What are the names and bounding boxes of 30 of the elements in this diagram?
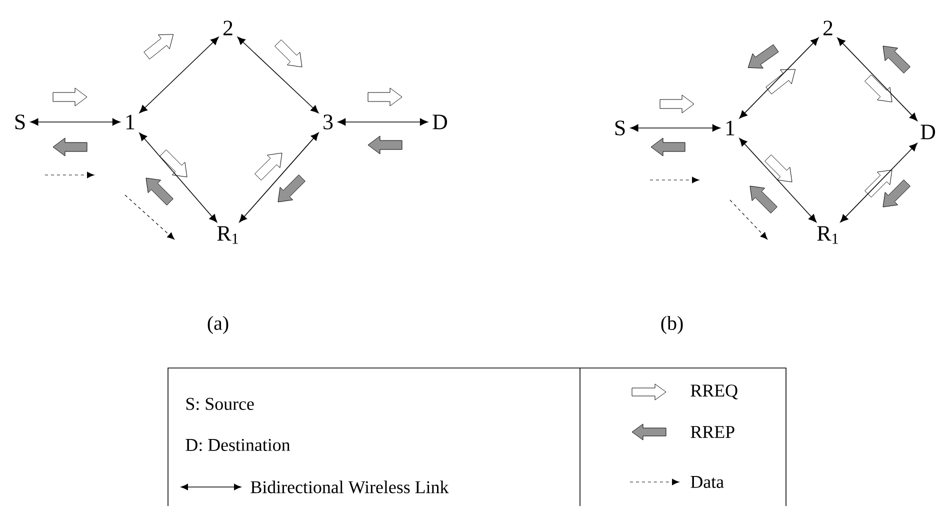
link-arrow (837, 38, 918, 121)
legend-text: D: Destination (186, 438, 290, 452)
link-arrow (739, 37, 819, 119)
panel-label: (a) (208, 316, 228, 334)
node-label: S (15, 114, 25, 130)
panel-label: (b) (661, 316, 683, 334)
legend-text: Data (690, 476, 724, 488)
legend-text: S: Source (186, 398, 254, 410)
node-label: R$_{1}$ (217, 226, 238, 244)
link-arrow (630, 124, 720, 132)
link-arrow (239, 132, 319, 222)
link-arrow (237, 36, 319, 114)
link-arrow (338, 118, 428, 126)
link-arrow (739, 138, 817, 222)
node-label: D (920, 124, 936, 140)
link-arrow (139, 36, 219, 114)
link-arrow (30, 118, 120, 126)
link-arrow (840, 142, 918, 222)
node-label: D (432, 114, 448, 130)
node-label: 1 (726, 120, 734, 136)
node-label: R$_{1}$ (817, 226, 838, 244)
node-label: 2 (224, 20, 232, 36)
node-label: 3 (324, 114, 333, 130)
node-label: 1 (126, 114, 134, 130)
legend-text: RREQ (690, 384, 738, 400)
node-label: S (615, 120, 625, 136)
node-label: 2 (824, 20, 832, 36)
link-arrow (139, 132, 218, 222)
legend-text: RREP (690, 426, 734, 438)
legend-text: Bidirectional Wireless Link (250, 480, 449, 494)
